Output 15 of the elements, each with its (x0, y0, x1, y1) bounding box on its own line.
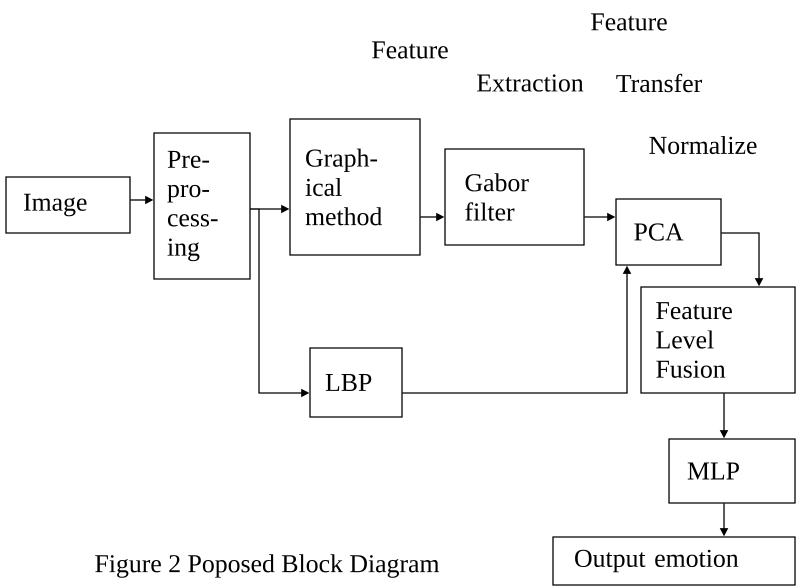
process-box: MLP (668, 438, 796, 504)
process-box: Graph- ical method (289, 118, 421, 256)
label-text: Normalize (649, 136, 757, 154)
process-box: Feature Level Fusion (640, 286, 796, 394)
process-box: LBP (309, 347, 403, 418)
caption: Figure 2 Poposed Block Diagram (95, 554, 440, 578)
label-text: Extraction (477, 74, 584, 92)
process-box: Output emotion (552, 536, 796, 586)
process-box: Pre- pro- cess- ing (153, 132, 251, 280)
label-text: Feature (372, 41, 448, 59)
process-box: PCA (615, 198, 722, 266)
process-box: Gabor filter (444, 148, 585, 246)
process-box: Image (5, 176, 131, 234)
label-text: Feature (591, 13, 667, 31)
label-text: Transfer (616, 74, 702, 92)
